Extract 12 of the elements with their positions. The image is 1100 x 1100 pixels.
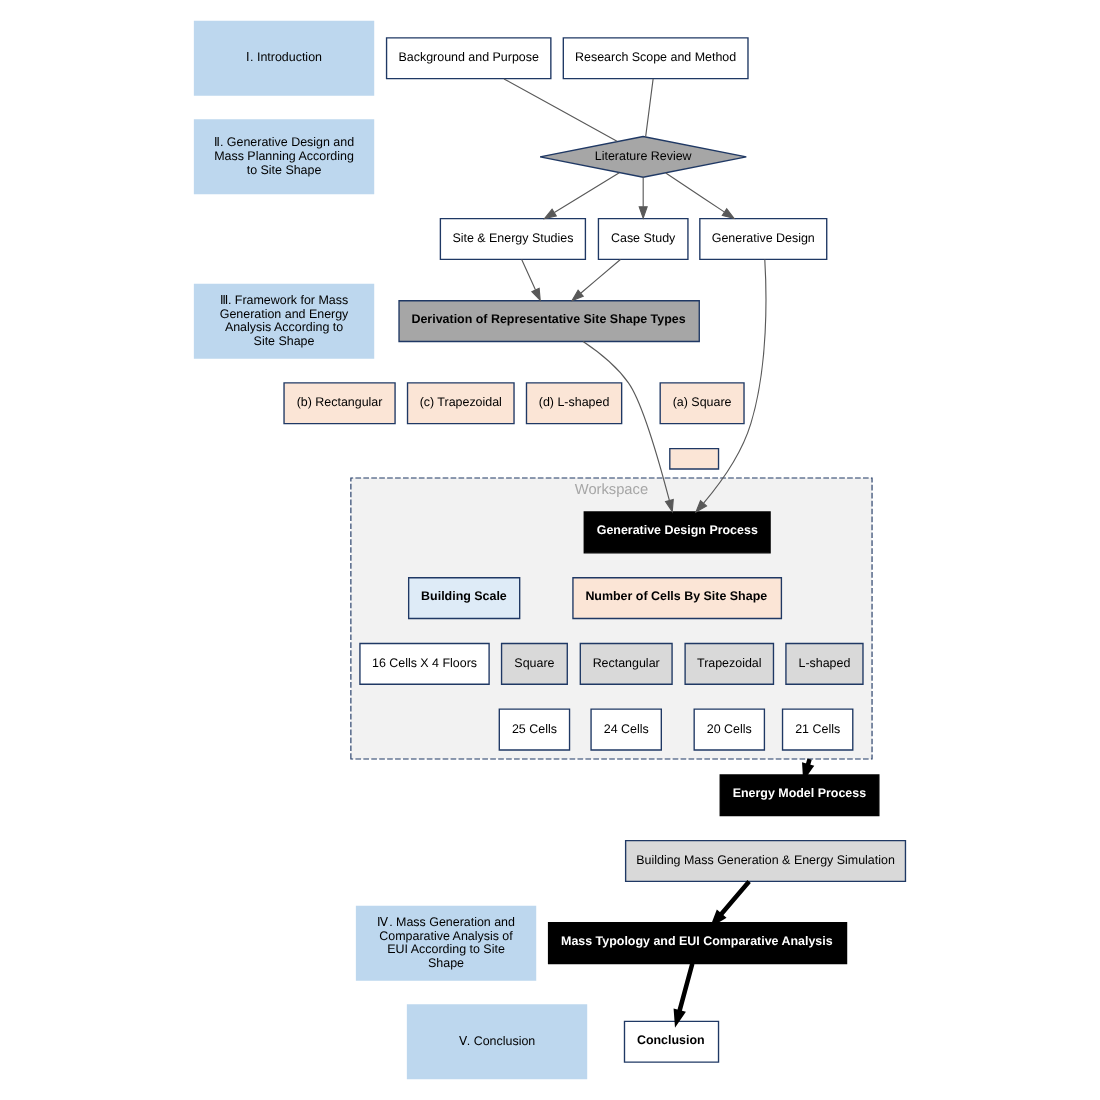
arrow xyxy=(570,258,621,302)
connector xyxy=(645,78,654,138)
arrow xyxy=(638,176,648,220)
arrow xyxy=(543,172,620,220)
node-box xyxy=(669,447,720,470)
arrow xyxy=(665,172,736,220)
arrow xyxy=(709,880,751,928)
arrow xyxy=(521,258,541,302)
connector xyxy=(503,78,618,142)
arrow xyxy=(694,258,767,514)
arrow xyxy=(673,963,695,1028)
arrow xyxy=(582,341,674,514)
